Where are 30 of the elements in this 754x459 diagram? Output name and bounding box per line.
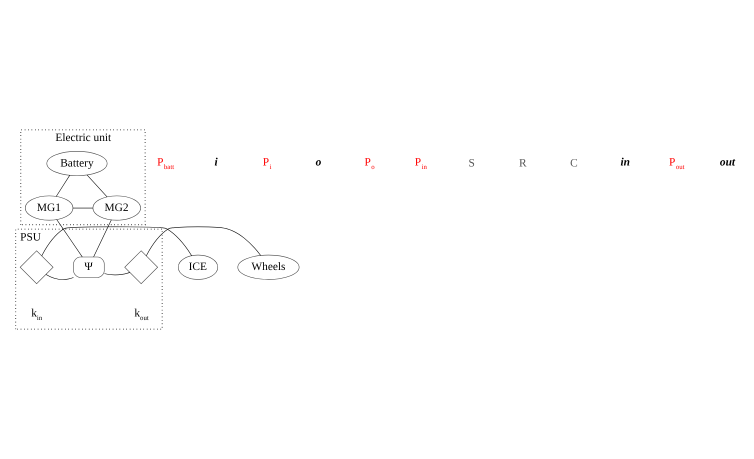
- node-ellipse: MG2: [92, 196, 141, 220]
- label: P$_{batt}$: [157, 156, 174, 172]
- node-ellipse: MG1: [25, 196, 74, 220]
- node-ellipse: Battery: [46, 151, 108, 176]
- node-label: k$_{out}$: [134, 308, 149, 322]
- connector: [86, 174, 108, 198]
- label: P$_{i}$: [262, 156, 272, 172]
- label: i: [214, 156, 218, 169]
- label: C: [570, 157, 578, 170]
- label: in: [620, 156, 630, 169]
- node-label: k$_{in}$: [31, 308, 42, 322]
- label: P$_{in}$: [414, 156, 427, 172]
- connector: [93, 220, 112, 258]
- node-diamond: [20, 250, 54, 284]
- label: o: [316, 156, 322, 169]
- node-ellipse: ICE: [178, 254, 218, 280]
- connector: [46, 274, 74, 280]
- label: P$_{out}$: [669, 156, 685, 172]
- node-diamond: [124, 250, 158, 284]
- label: S: [468, 157, 475, 170]
- node-ellipse: Wheels: [238, 254, 300, 280]
- connector: [56, 219, 83, 258]
- label: R: [519, 157, 527, 170]
- connector: [56, 174, 70, 197]
- node-box: Ψ: [73, 256, 105, 278]
- label: out: [720, 156, 736, 169]
- label: P$_{o}$: [364, 156, 375, 172]
- connector: [104, 272, 130, 276]
- connector: [41, 226, 192, 256]
- connector: [146, 226, 261, 256]
